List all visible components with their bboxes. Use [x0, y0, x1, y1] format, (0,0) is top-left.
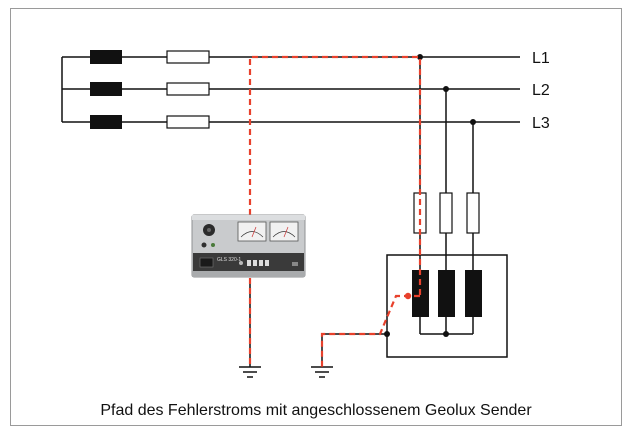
- motor-enclosure: [386, 254, 508, 358]
- socket-icon: [199, 257, 214, 268]
- inductor-l3: [90, 115, 122, 129]
- geolux-sender-device: GLS 320-1: [191, 214, 306, 278]
- phase-label-l2: L2: [532, 82, 550, 99]
- ground-symbol-left: [239, 366, 261, 378]
- phase-label-l1: L1: [532, 50, 550, 67]
- inductor-l1: [90, 50, 122, 64]
- phase-line-l1: [62, 50, 520, 64]
- indicator-light-icon: [201, 242, 207, 248]
- phase-line-l2: [62, 82, 520, 96]
- diagram-frame: [10, 8, 622, 426]
- diagram-caption: Pfad des Fehlerstroms mit angeschlossene…: [100, 402, 532, 419]
- inductor-l2: [90, 82, 122, 96]
- phase-line-l3: [62, 115, 520, 129]
- star-point: [443, 331, 449, 337]
- device-model-label: GLS 320-1: [217, 257, 241, 263]
- winding-2: [438, 270, 455, 317]
- fuse-l1: [166, 50, 210, 64]
- motor-fuse-2: [439, 192, 453, 234]
- fault-current-path: [248, 55, 422, 367]
- winding-3: [465, 270, 482, 317]
- fault-point: [404, 292, 412, 300]
- ground-symbol-right: [311, 366, 333, 378]
- motor-fuse-3: [466, 192, 480, 234]
- phase-label-l3: L3: [532, 115, 550, 132]
- fuse-l3: [166, 115, 210, 129]
- fuse-l2: [166, 82, 210, 96]
